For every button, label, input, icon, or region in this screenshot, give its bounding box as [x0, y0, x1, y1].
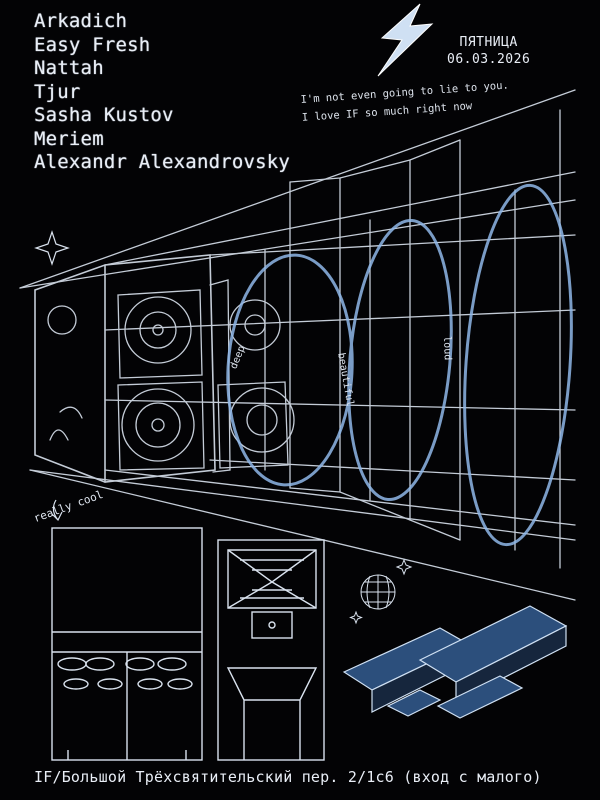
disco-ball-icon — [349, 558, 413, 625]
cabinet-left — [51, 527, 203, 761]
perspective-line — [19, 199, 576, 289]
ring-deep — [226, 253, 354, 487]
event-date-value: 06.03.2026 — [447, 52, 531, 67]
lightning-bolt-icon — [377, 3, 434, 77]
tag-loud: loud — [441, 336, 453, 361]
artist-name: Easy Fresh — [34, 33, 151, 56]
artist-name: Sasha Kustov — [34, 104, 174, 126]
artist-name: Alexandr Alexandrovsky — [34, 151, 291, 173]
venue-address: IF/Большой Трёхсвятительский пер. 2/1с6 … — [34, 768, 542, 786]
if-logo-icon — [342, 605, 568, 719]
cabinet-horn — [217, 539, 325, 761]
arrow-icon — [51, 499, 63, 522]
event-day: ПЯТНИЦА — [459, 35, 518, 50]
artist-name: Meriem — [34, 127, 104, 150]
event-date: ПЯТНИЦА 06.03.2026 — [447, 34, 530, 68]
artist-name: Tjur — [34, 80, 81, 103]
artist-name: Nattah — [34, 57, 104, 79]
ring-beautiful — [347, 218, 453, 502]
lineup-list: Arkadich Easy Fresh Nattah Tjur Sasha Ku… — [34, 10, 290, 175]
artist-name: Arkadich — [34, 10, 128, 32]
sparkle-icon — [34, 230, 70, 266]
ring-loud — [463, 183, 573, 547]
